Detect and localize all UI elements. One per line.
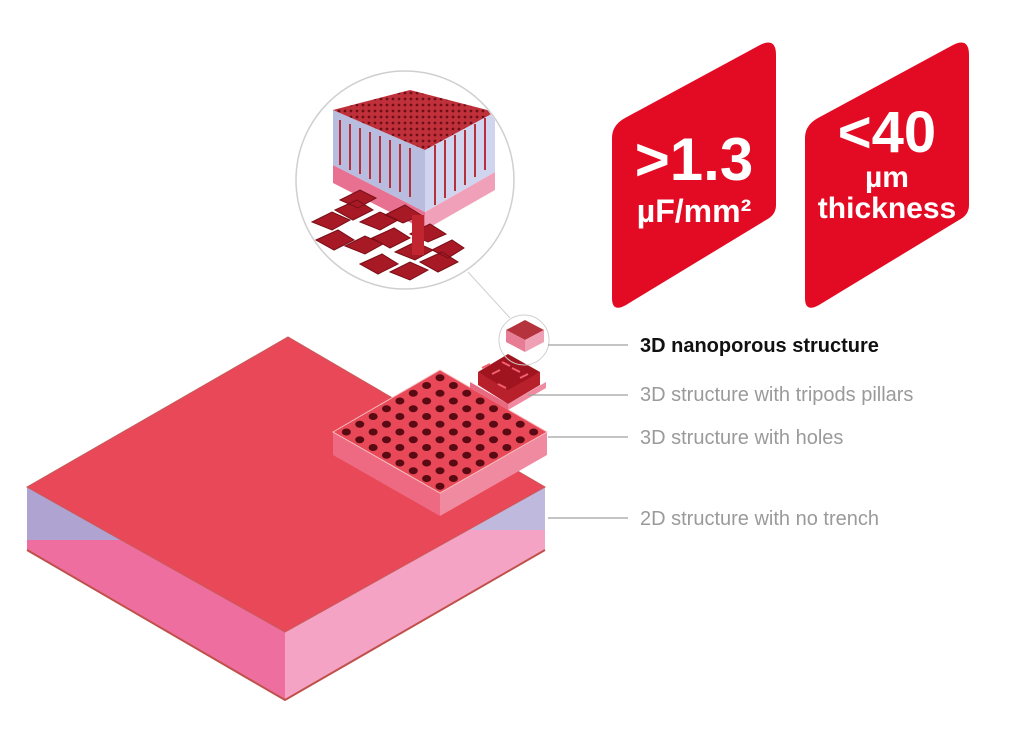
hole [448, 413, 458, 420]
hole [448, 459, 458, 467]
capacitance-badge: >1.3 µF/mm² [612, 42, 776, 308]
hole [448, 382, 458, 389]
hole [422, 475, 432, 482]
hole [448, 444, 458, 451]
tripod-block [470, 354, 546, 410]
hole [489, 405, 498, 413]
hole [529, 428, 539, 436]
label-no-trench: 2D structure with no trench [640, 508, 879, 530]
hole [462, 405, 472, 413]
hole [395, 459, 405, 467]
hole [382, 420, 391, 428]
svg-text:thickness: thickness [818, 192, 956, 225]
hole [355, 436, 365, 444]
hole [515, 420, 525, 428]
hole [435, 389, 445, 397]
hole [368, 444, 378, 451]
hole [422, 413, 432, 420]
hole [382, 451, 391, 459]
hole [422, 382, 432, 389]
svg-text:>1.3: >1.3 [635, 126, 753, 193]
hole [435, 451, 445, 459]
hole [382, 405, 391, 413]
hole [408, 451, 418, 459]
svg-text:<40: <40 [838, 100, 936, 165]
svg-text:µF/mm²: µF/mm² [637, 193, 751, 229]
hole [395, 444, 405, 451]
hole [355, 420, 365, 428]
hole [515, 436, 525, 444]
hole [462, 436, 472, 444]
hole [502, 444, 512, 451]
hole [475, 444, 485, 451]
hole [435, 405, 445, 413]
hole [448, 397, 458, 405]
zoom-circle [295, 70, 515, 319]
hole [462, 389, 472, 397]
hole [462, 451, 472, 459]
label-nanoporous: 3D nanoporous structure [640, 335, 879, 357]
hole [341, 428, 351, 436]
label-holes: 3D structure with holes [640, 427, 843, 449]
hole [475, 428, 485, 436]
hole [395, 397, 405, 405]
hole [489, 451, 498, 459]
hole [408, 405, 418, 413]
hole [422, 428, 432, 436]
hole [408, 420, 418, 428]
hole [422, 444, 432, 451]
hole [475, 397, 485, 405]
hole [462, 467, 472, 475]
hole [368, 413, 378, 420]
hole [502, 413, 512, 420]
leader-lines [528, 344, 628, 519]
hole [368, 428, 378, 436]
hole [448, 428, 458, 436]
hole [489, 420, 498, 428]
hole [408, 389, 418, 397]
hole [435, 467, 445, 475]
hole [462, 420, 472, 428]
2d-slab [25, 336, 547, 702]
hole [435, 420, 445, 428]
holes-slab [331, 369, 549, 516]
hole [435, 374, 445, 382]
hole [435, 436, 445, 444]
hole [448, 475, 458, 482]
hole [502, 428, 512, 436]
label-tripods: 3D structure with tripods pillars [640, 384, 913, 406]
hole [395, 413, 405, 420]
nanoporous-cube [498, 314, 550, 366]
hole [422, 459, 432, 467]
hole [395, 428, 405, 436]
thickness-badge: <40 µm thickness [805, 42, 969, 308]
hole [408, 436, 418, 444]
hole [422, 397, 432, 405]
hole [475, 459, 485, 467]
hole [435, 482, 445, 490]
hole [475, 413, 485, 420]
hole [382, 436, 391, 444]
hole [489, 436, 498, 444]
svg-text:µm: µm [865, 161, 909, 194]
hole [408, 467, 418, 475]
